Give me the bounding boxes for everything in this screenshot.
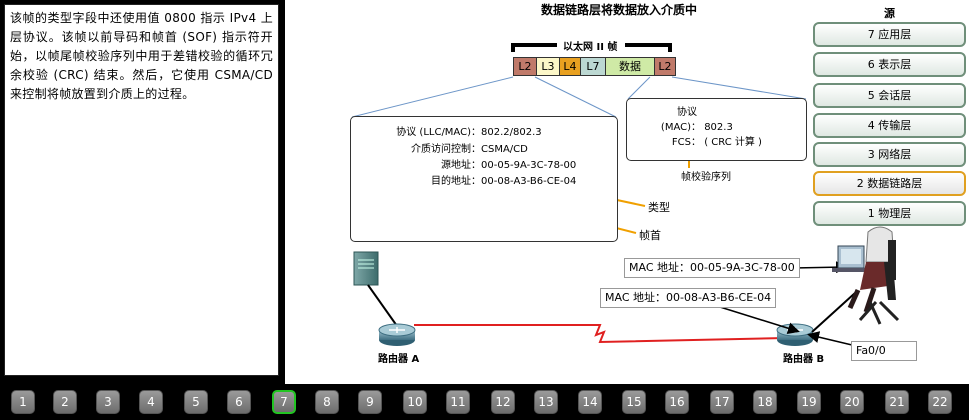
trailer-value: 802.3 — [704, 122, 733, 133]
step-button-22[interactable]: 22 — [928, 390, 952, 414]
header-row-mac: 介质访问控制：CSMA/CD — [371, 140, 528, 155]
step-button-9[interactable]: 9 — [358, 390, 382, 414]
trailer-key: FCS： — [671, 137, 701, 148]
interface-label: Fa0/0 — [851, 341, 917, 361]
header-row-dest: 目的地址：00-08-A3-B6-CE-04 — [371, 172, 576, 187]
fcs-caption: 帧校验序列 — [681, 172, 731, 183]
header-value: 00-08-A3-B6-CE-04 — [481, 176, 577, 187]
header-key: 源地址： — [441, 160, 481, 171]
trailer-value: ( CRC 计算 ) — [704, 137, 762, 148]
type-label: 类型 — [648, 201, 670, 214]
step-button-19[interactable]: 19 — [797, 390, 821, 414]
server-link — [367, 284, 398, 327]
router-a-icon — [378, 323, 416, 346]
layer-network[interactable]: 3 网络层 — [813, 142, 966, 167]
step-button-5[interactable]: 5 — [184, 390, 208, 414]
header-info-box: 协议 (LLC/MAC)：802.2/802.3 介质访问控制：CSMA/CD … — [350, 116, 618, 242]
layer-session[interactable]: 5 会话层 — [813, 83, 966, 108]
layer-application[interactable]: 7 应用层 — [813, 22, 966, 47]
step-button-6[interactable]: 6 — [227, 390, 251, 414]
frame-cell-l7: L7 — [580, 57, 606, 76]
trailer-key: (MAC)： — [660, 122, 701, 133]
trailer-info-box: 协议 (MAC)： 802.3 FCS： ( CRC 计算 ) — [626, 98, 807, 161]
server-icon — [353, 251, 379, 286]
header-value: CSMA/CD — [481, 144, 528, 155]
step-button-18[interactable]: 18 — [753, 390, 777, 414]
layer-data-link[interactable]: 2 数据链路层 — [813, 171, 966, 196]
frame-cell-l2-header: L2 — [513, 57, 537, 76]
header-zoom-line-left — [351, 76, 514, 118]
router-b-icon — [776, 323, 814, 346]
step-button-12[interactable]: 12 — [491, 390, 515, 414]
source-mac-label: MAC 地址：00-05-9A-3C-78-00 — [624, 258, 800, 278]
frame-label: 以太网 II 帧 — [563, 42, 618, 53]
dest-mac-arrow — [719, 306, 800, 335]
header-row-protocol: 协议 (LLC/MAC)：802.2/802.3 — [371, 123, 542, 138]
step-button-10[interactable]: 10 — [403, 390, 427, 414]
step-button-13[interactable]: 13 — [534, 390, 558, 414]
header-key: 协议 (LLC/MAC)： — [396, 127, 481, 138]
step-button-16[interactable]: 16 — [665, 390, 689, 414]
dest-mac-label: MAC 地址：00-08-A3-B6-CE-04 — [600, 288, 777, 308]
step-button-15[interactable]: 15 — [622, 390, 646, 414]
step-button-20[interactable]: 20 — [840, 390, 864, 414]
step-button-11[interactable]: 11 — [446, 390, 470, 414]
step-button-7[interactable]: 7 — [272, 390, 296, 414]
trailer-row-fcs: FCS： ( CRC 计算 ) — [637, 133, 762, 148]
header-row-source: 源地址：00-05-9A-3C-78-00 — [371, 156, 576, 171]
header-value: 00-05-9A-3C-78-00 — [481, 160, 577, 171]
layer-presentation[interactable]: 6 表示层 — [813, 52, 966, 77]
trailer-zoom-line-right — [671, 76, 807, 100]
frame-cell-l2-trailer: L2 — [654, 57, 676, 76]
frame-cell-l4: L4 — [559, 57, 581, 76]
sof-label: 帧首 — [639, 229, 661, 242]
step-button-8[interactable]: 8 — [315, 390, 339, 414]
interface-arrow — [807, 331, 853, 346]
description-panel: 该帧的类型字段中还使用值 0800 指示 IPv4 上层协议。该帧以前导码和帧首… — [0, 0, 285, 384]
step-button-14[interactable]: 14 — [578, 390, 602, 414]
layer-transport[interactable]: 4 传输层 — [813, 113, 966, 138]
description-text: 该帧的类型字段中还使用值 0800 指示 IPv4 上层协议。该帧以前导码和帧首… — [4, 4, 279, 376]
header-value: 802.2/802.3 — [481, 127, 542, 138]
pc-router-link — [811, 292, 856, 333]
frame-bracket — [511, 43, 672, 52]
trailer-zoom-line-left — [627, 76, 651, 100]
step-button-17[interactable]: 17 — [710, 390, 734, 414]
header-zoom-line-right — [534, 76, 617, 118]
source-title: 源 — [884, 7, 895, 20]
router-a-label: 路由器 A — [378, 354, 420, 365]
diagram-title: 数据链路层将数据放入介质中 — [541, 3, 698, 17]
src-mac-arrow — [792, 261, 848, 274]
ethernet-frame: L2 L3 L4 L7 数据 L2 — [513, 57, 676, 76]
trailer-row-protocol: 协议 — [677, 107, 697, 118]
header-key: 介质访问控制： — [411, 144, 481, 155]
trailer-row-mac: (MAC)： 802.3 — [637, 118, 733, 133]
step-button-2[interactable]: 2 — [53, 390, 77, 414]
layer-physical[interactable]: 1 物理层 — [813, 201, 966, 226]
frame-cell-data: 数据 — [605, 57, 655, 76]
step-button-4[interactable]: 4 — [139, 390, 163, 414]
step-navigation: 1 2 3 4 5 6 7 8 9 10 11 12 13 14 15 16 1… — [0, 384, 969, 420]
step-button-1[interactable]: 1 — [11, 390, 35, 414]
frame-cell-l3: L3 — [536, 57, 560, 76]
serial-link — [414, 324, 787, 344]
router-b-label: 路由器 B — [783, 354, 825, 365]
step-button-3[interactable]: 3 — [96, 390, 120, 414]
header-key: 目的地址： — [431, 176, 481, 187]
step-button-21[interactable]: 21 — [885, 390, 909, 414]
